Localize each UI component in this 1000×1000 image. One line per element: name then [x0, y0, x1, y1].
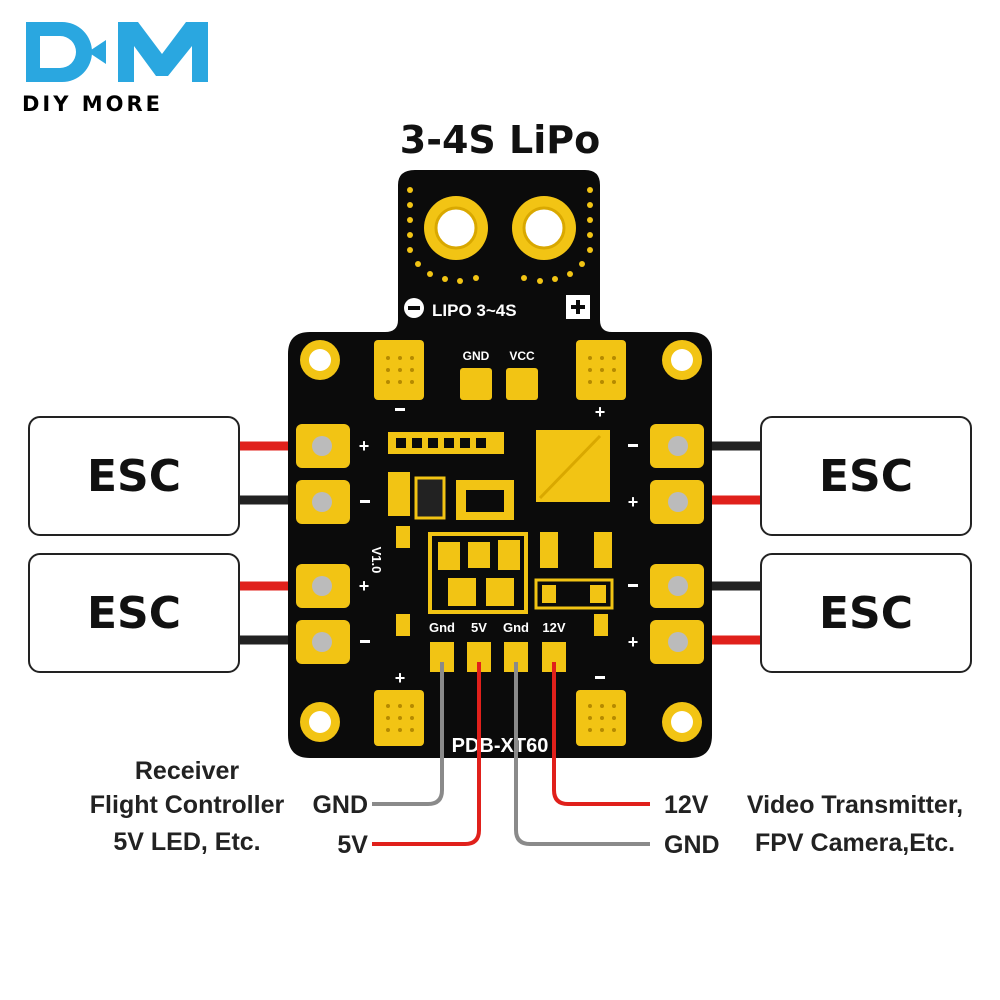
esc-box-left-bottom: ESC	[28, 553, 240, 673]
pin-label-gnd-2: Gnd	[503, 620, 529, 635]
output-wires	[372, 662, 650, 846]
esc-box-left-top: ESC	[28, 416, 240, 536]
bottom-power-pads	[374, 690, 626, 746]
pin-label-12v: 12V	[542, 620, 565, 635]
battery-title: 3-4S LiPo	[399, 118, 601, 162]
plus-sign-right-2: +	[628, 632, 639, 652]
label-5v: 5V	[337, 831, 368, 859]
battery-pads	[407, 187, 593, 284]
dm-logo-icon	[26, 22, 208, 82]
plus-sign-top: +	[595, 402, 606, 422]
board-components	[388, 430, 614, 636]
pad-label-gnd: GND	[463, 349, 490, 363]
battery-label: LIPO 3~4S	[432, 301, 517, 320]
mounting-holes	[300, 340, 702, 742]
minus-sign-left-1	[360, 500, 370, 503]
brand-name: DIY MORE	[22, 92, 164, 116]
label-video-transmitter: Video Transmitter,	[746, 791, 964, 819]
minus-sign-bottom	[595, 676, 605, 679]
plus-sign-right-1: +	[628, 492, 639, 512]
esc-pads-left	[296, 424, 350, 664]
pin-label-5v: 5V	[471, 620, 487, 635]
minus-sign-right-1	[628, 444, 638, 447]
minus-sign-left-2	[360, 640, 370, 643]
top-pads	[374, 340, 626, 400]
pcb-outline	[288, 170, 712, 758]
board-version: V1.0	[369, 547, 384, 574]
label-gnd-left: GND	[312, 791, 368, 819]
label-5v-led: 5V LED, Etc.	[113, 828, 261, 856]
pin-label-gnd-1: Gnd	[429, 620, 455, 635]
minus-sign-right-2	[628, 584, 638, 587]
label-gnd-right: GND	[664, 831, 720, 859]
plus-sign-left-1: +	[359, 436, 370, 456]
plus-sign-left-2: +	[359, 576, 370, 596]
pad-label-vcc: VCC	[509, 349, 535, 363]
minus-sign-icon	[395, 408, 405, 411]
esc-pads-right	[650, 424, 704, 664]
label-12v: 12V	[664, 791, 709, 819]
esc-box-right-bottom: ESC	[760, 553, 972, 673]
plus-sign-bottom: +	[395, 668, 406, 688]
label-flight-controller: Flight Controller	[89, 791, 285, 819]
label-fpv-camera: FPV Camera,Etc.	[754, 829, 956, 857]
esc-box-right-top: ESC	[760, 416, 972, 536]
label-receiver: Receiver	[134, 757, 240, 785]
board-model: PDB-XT60	[452, 735, 549, 757]
